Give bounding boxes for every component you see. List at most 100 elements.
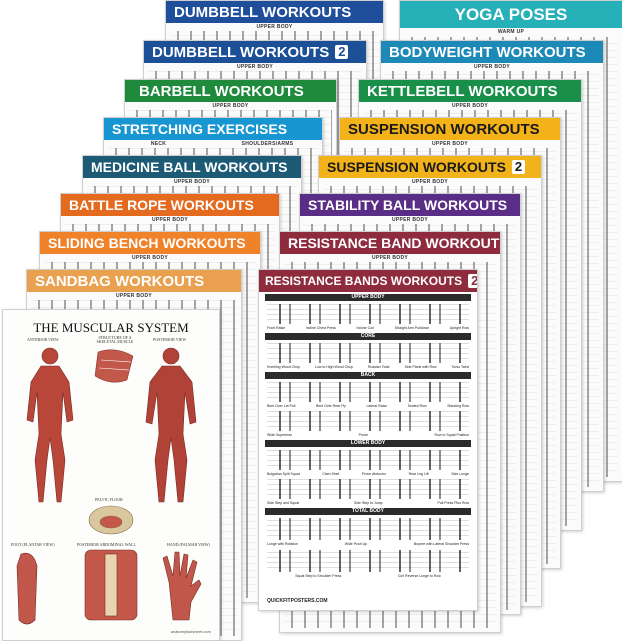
anatomy-figures xyxy=(16,347,202,625)
exercise-row xyxy=(267,382,469,402)
caption: Front Raise xyxy=(267,326,286,330)
poster-subtitle: UPPER BODY xyxy=(115,293,153,299)
label-hand: HAND (PALMAR VIEW) xyxy=(167,542,210,547)
poster-title: MEDICINE BALL WORKOUTS xyxy=(83,156,301,178)
section-core: CORE xyxy=(265,333,471,340)
pelvic-floor-illustration xyxy=(88,505,134,535)
poster-title: RESISTANCE BAND WORKOUTS xyxy=(280,232,500,254)
exercise-row xyxy=(267,479,469,499)
poster-subtitle: UPPER BODY xyxy=(212,103,249,109)
caption-row: Wide Superman Prone Row to Squat Positio… xyxy=(267,433,469,437)
poster-title: RESISTANCE BANDS WORKOUTS 2 xyxy=(259,270,477,292)
caption: Burpee with Lateral Shoulder Press xyxy=(413,542,469,546)
hand-illustration xyxy=(162,551,202,621)
caption: Upright Row xyxy=(449,326,469,330)
caption: Wide Push Up xyxy=(344,542,368,546)
poster-credit: anatomyfactsheet.com xyxy=(170,629,211,634)
caption: Incline Curl xyxy=(356,326,375,330)
poster-subtitle: UPPER BODY xyxy=(431,141,469,147)
caption: Prone xyxy=(358,433,368,437)
caption: Incline Chest Press xyxy=(305,326,336,330)
poster-title: STABILITY BALL WORKOUTS xyxy=(300,194,520,216)
label-pelvic-floor: PELVIC FLOOR xyxy=(95,497,123,502)
section-back: BACK xyxy=(265,372,471,379)
caption: Clam Shell xyxy=(322,472,340,476)
poster-title: DUMBBELL WORKOUTS 2 xyxy=(144,41,366,63)
poster-title-text: SUSPENSION WORKOUTS xyxy=(327,159,506,175)
caption: Bulgarian Split Squat xyxy=(267,472,300,476)
caption: Side Plank with Row xyxy=(404,365,437,369)
poster-subtitle-right: SHOULDERS/ARMS xyxy=(241,141,294,147)
posterior-figure xyxy=(145,347,197,503)
label-structure: STRUCTURE OF A SKELETAL MUSCLE xyxy=(96,335,134,344)
caption: Low to High Wood Chop xyxy=(315,365,353,369)
caption: Side Step to Jump xyxy=(353,501,383,505)
poster-subtitle: UPPER BODY xyxy=(371,255,409,261)
label-posterior-view: POSTERIOR VIEW xyxy=(153,337,187,342)
exercise-row xyxy=(267,411,469,431)
volume-badge: 2 xyxy=(335,45,349,59)
caption: Standing Row xyxy=(447,404,469,408)
volume-badge: 2 xyxy=(511,160,526,174)
exercise-row xyxy=(267,450,469,470)
section-upper-body: UPPER BODY xyxy=(265,294,471,301)
caption-row: Kneeling Wood Chop Low to High Wood Chop… xyxy=(267,365,469,369)
exercise-row xyxy=(267,304,469,324)
caption: Lateral Raise xyxy=(366,404,388,408)
label-abdominal-wall: POSTERIOR ABDOMINAL WALL xyxy=(77,542,136,547)
poster-title: SUSPENSION WORKOUTS 2 xyxy=(319,156,541,178)
caption-row: Lunge with Rotation Wide Push Up Burpee … xyxy=(267,542,469,546)
caption: Lunge with Rotation xyxy=(267,542,298,546)
poster-title-text: RESISTANCE BANDS WORKOUTS xyxy=(265,274,463,288)
poster-subtitle: UPPER BODY xyxy=(473,64,511,70)
caption: Kneeling Wood Chop xyxy=(267,365,301,369)
poster-subtitle: UPPER BODY xyxy=(236,64,274,70)
poster-subtitle: UPPER BODY xyxy=(256,24,293,30)
poster-title: THE MUSCULAR SYSTEM xyxy=(33,320,189,335)
poster-subtitle-left: NECK xyxy=(150,141,167,147)
exercise-row xyxy=(267,518,469,540)
poster-title: DUMBBELL WORKOUTS xyxy=(166,1,383,23)
caption: Side Lunge xyxy=(451,472,469,476)
poster-subtitle: UPPER BODY xyxy=(131,255,169,261)
caption: Side Step and Squat xyxy=(267,501,300,505)
poster-subtitle: WARM UP xyxy=(497,29,525,35)
caption: Pull Press Plus Row xyxy=(437,501,469,505)
poster-subtitle: UPPER BODY xyxy=(391,217,429,223)
caption: Bent Over Lat Pull xyxy=(267,404,296,408)
exercise-row xyxy=(267,550,469,572)
label-foot: FOOT (PLANTAR VIEW) xyxy=(11,542,55,547)
poster-resistance-bands-workouts-vol2: RESISTANCE BANDS WORKOUTS 2 UPPER BODY F… xyxy=(258,269,478,611)
poster-title: BATTLE ROPE WORKOUTS xyxy=(61,194,279,216)
volume-badge: 2 xyxy=(468,274,477,288)
muscle-structure-illustration xyxy=(94,349,134,383)
caption: Row to Squat Position xyxy=(434,433,469,437)
poster-title-text: DUMBBELL WORKOUTS xyxy=(152,43,330,61)
poster-muscular-system: THE MUSCULAR SYSTEM ANTERIOR VIEW STRUCT… xyxy=(2,309,220,641)
caption-row: Bent Over Lat Pull Bent Over Rear Fly La… xyxy=(267,404,469,408)
caption: Squat Step to Shoulder Press xyxy=(295,574,342,578)
caption-row: Bulgarian Split Squat Clam Shell Prone A… xyxy=(267,472,469,476)
caption-row: Side Step and Squat Side Step to Jump Pu… xyxy=(267,501,469,505)
poster-title: YOGA POSES xyxy=(400,1,622,28)
poster-subtitle: UPPER BODY xyxy=(151,217,189,223)
label-anterior-view: ANTERIOR VIEW xyxy=(27,337,59,342)
abdominal-wall-illustration xyxy=(84,549,138,621)
poster-title: SLIDING BENCH WORKOUTS xyxy=(40,232,260,254)
poster-title: BARBELL WORKOUTS xyxy=(125,80,336,102)
caption: Russian Twist xyxy=(367,365,390,369)
poster-title: SANDBAG WORKOUTS xyxy=(27,270,241,292)
caption-row: Squat Step to Shoulder Press Curl Revers… xyxy=(267,574,469,578)
caption: Prone Abductor xyxy=(361,472,386,476)
caption: Bent Over Rear Fly xyxy=(315,404,346,408)
poster-footer: QUICKFITPOSTERS.COM xyxy=(267,598,328,604)
caption: Wide Superman xyxy=(267,433,293,437)
poster-title: BODYWEIGHT WORKOUTS xyxy=(381,41,603,63)
caption: Straight Arm Pulldown xyxy=(394,326,430,330)
poster-subtitle: UPPER BODY xyxy=(411,179,449,185)
exercise-row xyxy=(267,343,469,363)
poster-title: SUSPENSION WORKOUTS xyxy=(340,118,560,140)
poster-subtitle: UPPER BODY xyxy=(173,179,211,185)
poster-title: STRETCHING EXERCISES xyxy=(104,118,322,140)
anterior-figure xyxy=(26,347,74,503)
